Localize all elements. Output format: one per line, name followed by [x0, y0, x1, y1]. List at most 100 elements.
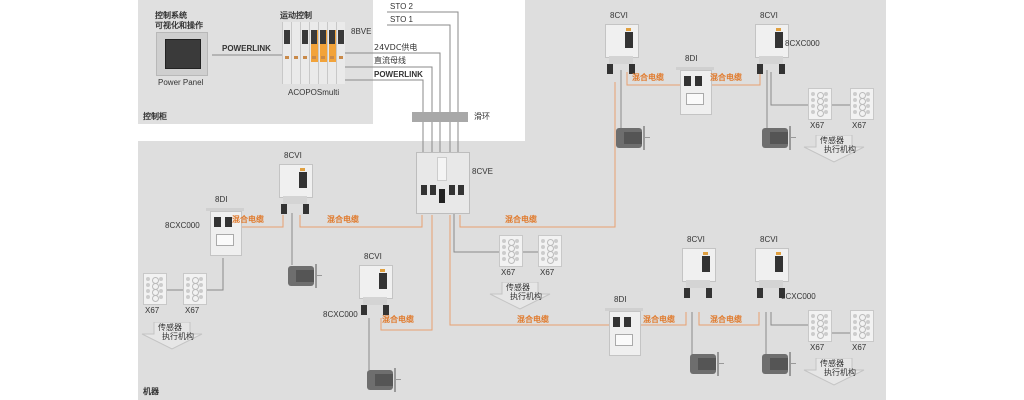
acopos-module [336, 22, 345, 84]
cve-label: 8CVE [472, 167, 493, 176]
cve-module [416, 152, 470, 214]
acopos-module [291, 22, 300, 84]
sto1-line [387, 24, 451, 112]
hybrid-cable-top-cvi-to-di [626, 72, 687, 86]
acopos-module [282, 22, 291, 84]
motor-left-icon [288, 264, 322, 288]
cxc-label-left: 8CXC000 [165, 221, 200, 230]
hybrid-cable-cve-to-bottom-di [449, 215, 610, 326]
hybrid-cable-bottom-di-to-cvi [640, 312, 687, 326]
x67-bottom-1 [808, 310, 832, 342]
cxc-label-bottom: 8CXC000 [781, 292, 816, 301]
cvi-mid [359, 265, 393, 315]
visualization-title-line2: 可视化和操作 [155, 21, 203, 30]
cxc-label-top: 8CXC000 [785, 39, 820, 48]
motor-bottom-1-icon [690, 352, 724, 376]
sensor-mid-line2: 执行机构 [510, 292, 542, 301]
sensor-left-line2: 执行机构 [162, 332, 194, 341]
motor-bottom-2-icon [762, 352, 796, 376]
acopos-module [318, 22, 327, 84]
sensor-left-arrow-icon [141, 322, 203, 350]
sensor-top-arrow-icon [803, 135, 865, 163]
acopos-module [309, 22, 318, 84]
powerlink-cable-label: POWERLINK [374, 70, 423, 79]
hybrid-label-left-2: 混合电缆 [232, 215, 264, 224]
hybrid-label-mid: 混合电缆 [382, 315, 414, 324]
hybrid-label-top-1: 混合电缆 [632, 73, 664, 82]
cvi-left [279, 164, 313, 214]
cvi-bottom-1-label: 8CVI [687, 235, 705, 244]
di-bottom-label: 8DI [614, 295, 627, 304]
di-left [206, 208, 244, 256]
dcbus-line [345, 66, 433, 112]
x67-bottom-2-label: X67 [852, 343, 867, 352]
sensor-top-line1: 传感器 [820, 136, 844, 145]
acopos-label: ACOPOSmulti [288, 88, 340, 97]
hybrid-cable-bottom-cvi-to-cvi [698, 312, 760, 326]
hybrid-label-top-2: 混合电缆 [710, 73, 742, 82]
vdc24-line [345, 52, 441, 112]
motor-top-2-icon [762, 126, 796, 150]
cabinet-region-label: 控制柜 [143, 112, 167, 121]
motion-control-title: 运动控制 [280, 11, 312, 20]
motor-mid-icon [367, 368, 401, 392]
powerlink-cable-line [345, 79, 424, 112]
x67-left-1 [143, 273, 167, 305]
acopos-module [327, 22, 336, 84]
cvi-top-2-label: 8CVI [760, 11, 778, 20]
cvi-top-2 [755, 24, 789, 74]
di-top [676, 67, 714, 115]
hybrid-label-bottom-3: 混合电缆 [710, 315, 742, 324]
di-bottom [605, 308, 643, 356]
sensor-bottom-arrow-icon [803, 358, 865, 386]
powerlink-link-label: POWERLINK [222, 44, 271, 53]
x67-top-1-label: X67 [810, 121, 825, 130]
acopos-module [300, 22, 309, 84]
x67-bottom-1-label: X67 [810, 343, 825, 352]
motor-top-1-icon [616, 126, 650, 150]
hybrid-cable-top-di-to-cvi2 [705, 72, 761, 86]
dc-bus-label: 直流母线 [374, 56, 406, 65]
cvi-left-label: 8CVI [284, 151, 302, 160]
hybrid-cable-left-cvi-to-di [230, 215, 284, 228]
x67-mid-2 [538, 235, 562, 267]
cxc-label-mid: 8CXC000 [323, 310, 358, 319]
vdc24-label: 24VDC供电 [374, 43, 418, 52]
sto2-line [387, 11, 459, 112]
acopos-multi-rack [282, 22, 346, 84]
di-top-label: 8DI [685, 54, 698, 63]
x67-mid-1 [499, 235, 523, 267]
hybrid-cable-cve-to-top-cvi [459, 82, 616, 228]
power-panel-screen [165, 39, 201, 69]
slip-ring-label: 滑环 [474, 112, 490, 121]
sensor-mid-arrow-icon [489, 282, 551, 310]
cvi-top-1-label: 8CVI [610, 11, 628, 20]
sto1-label: STO 1 [390, 15, 413, 24]
cvi-mid-label: 8CVI [364, 252, 382, 261]
x67-top-2-label: X67 [852, 121, 867, 130]
sensor-bottom-line1: 传感器 [820, 359, 844, 368]
x67-top-1 [808, 88, 832, 120]
hybrid-cable-cve-to-left-cvi [299, 215, 423, 228]
hybrid-cable-cve-to-mid-cvi [380, 215, 433, 331]
x67-mid-1-label: X67 [501, 268, 516, 277]
sensor-left-line1: 传感器 [158, 323, 182, 332]
x67-mid-2-label: X67 [540, 268, 555, 277]
visualization-title-line1: 控制系统 [155, 11, 187, 20]
x67-left-1-label: X67 [145, 306, 160, 315]
di-left-label: 8DI [215, 195, 228, 204]
x67-left-2 [183, 273, 207, 305]
cvi-bottom-2-label: 8CVI [760, 235, 778, 244]
cvi-top-1 [605, 24, 639, 74]
hybrid-label-bottom-1: 混合电缆 [517, 315, 549, 324]
x67-bottom-2 [850, 310, 874, 342]
slip-ring [412, 112, 468, 122]
hybrid-label-left-1: 混合电缆 [327, 215, 359, 224]
x67-left-2-label: X67 [185, 306, 200, 315]
sensor-bottom-line2: 执行机构 [824, 368, 856, 377]
hybrid-label-cve-right: 混合电缆 [505, 215, 537, 224]
cvi-bottom-2 [755, 248, 789, 298]
sto2-label: STO 2 [390, 2, 413, 11]
